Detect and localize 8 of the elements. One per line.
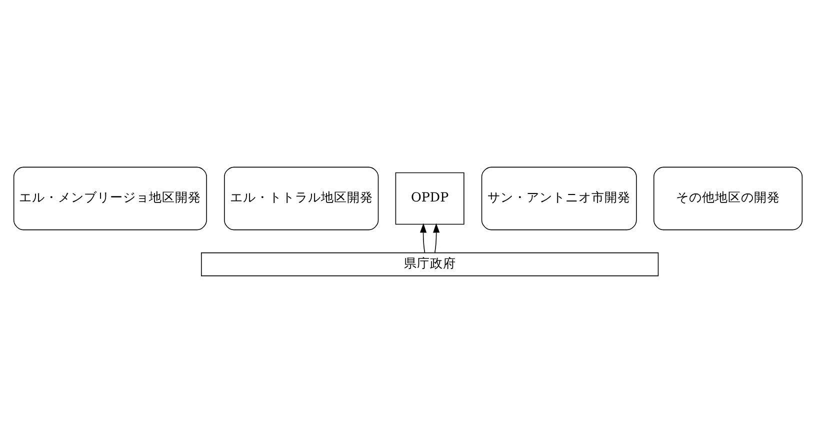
node-box: その他地区の開発	[653, 166, 803, 230]
node-box: エル・メンブリージョ地区開発	[13, 166, 207, 230]
node-box: 県庁政府	[201, 252, 659, 276]
node-box: エル・トトラル地区開発	[224, 166, 379, 230]
node-box: OPDP	[395, 172, 464, 225]
arrow	[420, 223, 427, 254]
node-box: サン・アントニオ市開発	[481, 166, 637, 230]
arrow	[433, 223, 440, 254]
